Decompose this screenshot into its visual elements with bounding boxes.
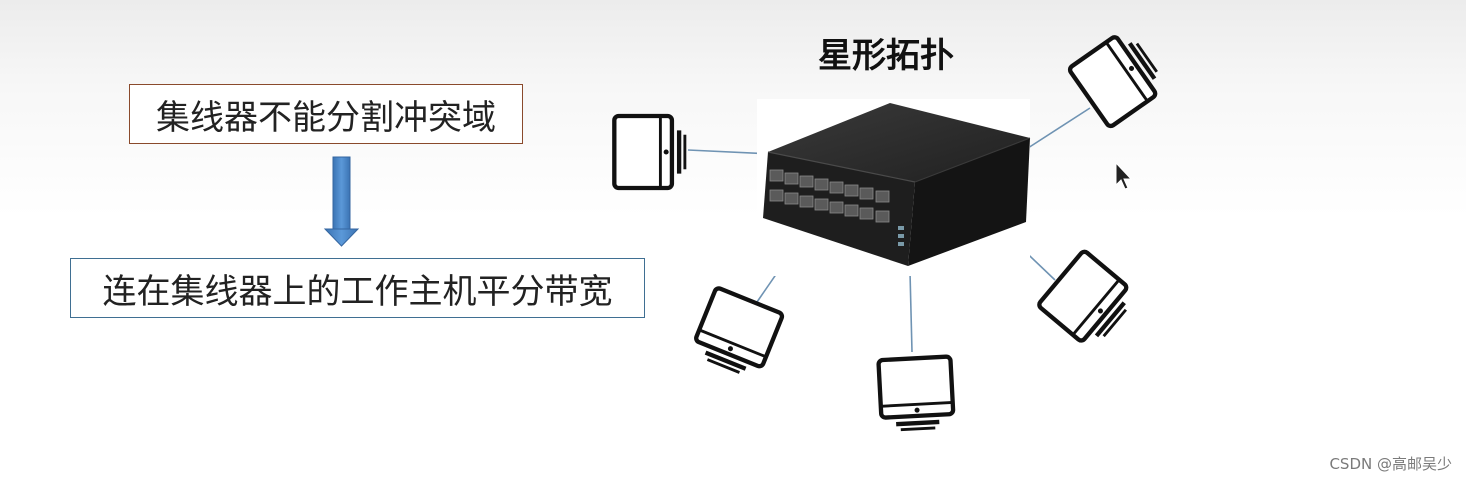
host-left-monitor-icon <box>614 116 685 188</box>
watermark: CSDN @高邮吴少 <box>1329 453 1452 474</box>
host-bottom-left-monitor-icon <box>690 287 783 379</box>
down-arrow-icon <box>325 157 358 246</box>
mouse-cursor-icon <box>1116 163 1131 189</box>
host-bottom-center-monitor-icon <box>878 356 954 430</box>
host-bottom-right-monitor-icon <box>1038 250 1138 351</box>
link-top-right-host <box>1028 108 1090 148</box>
network-hub-image <box>757 99 1030 276</box>
link-bottom-center-host <box>910 272 912 352</box>
